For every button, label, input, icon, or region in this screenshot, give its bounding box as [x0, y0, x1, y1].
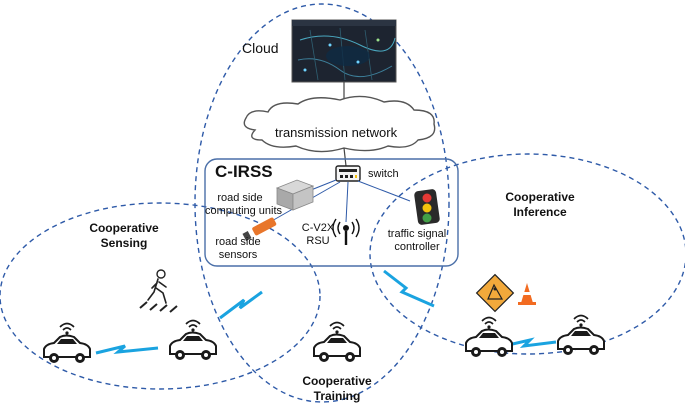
road-side-computing-units-line1: road side	[217, 192, 263, 204]
cooperative-inference-line2: Inference	[513, 205, 567, 219]
network-to-switch-link	[343, 147, 347, 167]
c-v2x-rsu-line2: RSU	[306, 235, 330, 247]
c-irss-box	[204, 158, 459, 267]
city-map-screenshot	[291, 19, 397, 83]
c-v2x-rsu-line1: C-V2X	[301, 222, 335, 234]
cloud-region-ellipse	[194, 3, 450, 403]
road-side-computing-units-line2: computing units	[205, 205, 283, 217]
switch-to-traffic-light-link	[357, 180, 411, 202]
transmission-network-label: transmission network	[275, 125, 398, 140]
traffic-cone-icon	[518, 283, 536, 305]
wireless-link-icon	[95, 269, 557, 355]
traffic-light-icon	[414, 189, 440, 225]
c-v2x-rsu-label: C-V2X RSU	[298, 222, 338, 248]
cloud-icon	[243, 95, 436, 153]
switch-icon	[335, 165, 361, 182]
car-icon	[557, 314, 605, 356]
car-icon	[465, 316, 513, 358]
cooperative-sensing-ellipse	[0, 202, 321, 390]
pedestrian-crossing-icon	[139, 269, 178, 313]
cooperative-inference-ellipse	[369, 153, 685, 355]
road-side-sensors-line2: sensors	[218, 249, 258, 261]
road-work-sign-icon	[475, 273, 515, 313]
server-icon	[275, 179, 315, 211]
switch-label: switch	[368, 168, 399, 180]
cooperative-sensing-line1: Cooperative	[89, 221, 159, 235]
rsu-antenna-icon	[332, 218, 360, 245]
car-icon	[169, 319, 217, 361]
car-icon	[43, 322, 91, 364]
road-side-sensors-line1: road side	[215, 236, 261, 248]
cooperative-sensing-line2: Sensing	[100, 236, 148, 250]
switch-to-rsu-link	[345, 181, 349, 223]
cloud-label: Cloud	[242, 40, 279, 56]
cooperative-training-line2: Training	[313, 389, 361, 403]
cooperative-sensing-label: Cooperative Sensing	[84, 221, 164, 251]
cooperative-inference-line1: Cooperative	[505, 190, 575, 204]
traffic-signal-controller-line1: traffic signal	[387, 228, 447, 240]
traffic-signal-controller-label: traffic signal controller	[382, 228, 452, 254]
c-irss-label: C-IRSS	[215, 162, 273, 181]
camera-sensor-icon	[242, 217, 277, 241]
cooperative-inference-label: Cooperative Inference	[500, 190, 580, 220]
cooperative-training-line1: Cooperative	[302, 374, 372, 388]
road-side-sensors-label: road side sensors	[212, 236, 264, 262]
traffic-signal-controller-line2: controller	[394, 241, 440, 253]
cooperative-training-label: Cooperative Training	[297, 374, 377, 404]
car-icon	[313, 321, 361, 363]
road-side-computing-units-label: road side computing units	[205, 192, 283, 218]
